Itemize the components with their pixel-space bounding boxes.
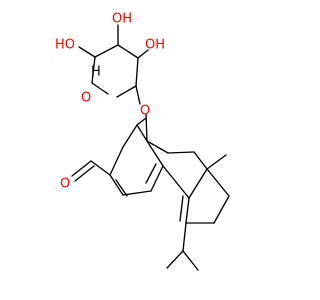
bond: [213, 195, 230, 224]
hydroxyl-label-left: HO: [55, 38, 75, 53]
bond: [135, 85, 141, 105]
bond: [122, 124, 138, 148]
bond: [109, 174, 124, 196]
bond: [74, 165, 95, 182]
molecule-drawing: OH OH HO H O O O: [55, 12, 230, 271]
hydroxyl-label-top: OH: [112, 12, 132, 27]
bond: [188, 168, 208, 199]
bond: [94, 44, 119, 58]
bond: [109, 146, 124, 176]
bond: [90, 160, 111, 176]
bond: [91, 56, 96, 84]
bond: [185, 197, 190, 224]
bond: [136, 124, 148, 142]
bond: [71, 160, 92, 177]
bond: [167, 151, 195, 154]
ring-hydrogen-label: H: [91, 65, 101, 80]
bond: [135, 57, 139, 87]
bond: [193, 151, 208, 170]
bond: [116, 85, 137, 98]
bond: [146, 140, 169, 154]
bond: [162, 165, 190, 199]
bond: [117, 44, 139, 59]
bond: [146, 140, 164, 167]
bond: [150, 165, 164, 192]
bond: [206, 154, 227, 170]
aldehyde-oxygen-label: O: [60, 177, 70, 192]
bond: [206, 168, 230, 197]
bond: [179, 195, 184, 222]
atom-labels: OH OH HO H O O O: [55, 12, 165, 192]
bond: [182, 222, 187, 252]
hydroxyl-label-right: OH: [145, 38, 165, 53]
bond: [122, 190, 152, 196]
bond: [78, 46, 96, 58]
bonds: [71, 24, 230, 271]
structure-canvas: OH OH HO H O O O: [55, 11, 230, 271]
bond: [145, 113, 148, 142]
ring-oxygen-label: O: [81, 91, 91, 106]
bond: [136, 117, 147, 126]
bond: [166, 250, 184, 269]
bond: [145, 163, 157, 184]
bond: [182, 250, 199, 271]
bond: [91, 82, 109, 95]
bond: [115, 179, 128, 197]
glycosidic-oxygen-label: O: [140, 104, 150, 119]
bond: [137, 49, 149, 59]
